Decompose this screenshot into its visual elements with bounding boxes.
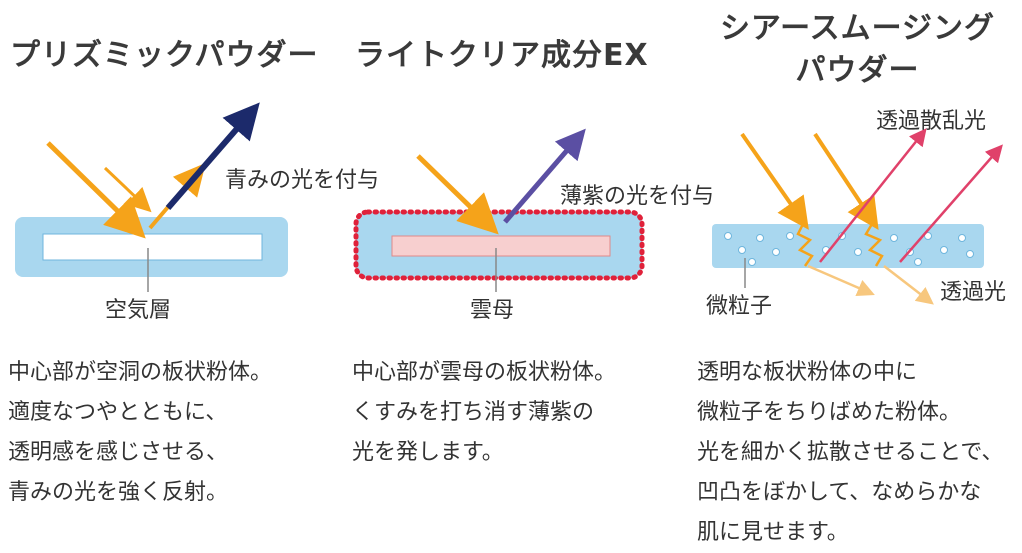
label-particles: 微粒子 (706, 294, 773, 319)
label-mica: 雲母 (470, 298, 515, 323)
description-sheer-smoothing: 透明な板状粉体の中に 微粒子をちりばめた粉体。 光を細かく拡散させることで、 凹… (697, 353, 1003, 553)
particle-dot (914, 258, 922, 266)
incident-arrow-small (103, 166, 152, 213)
incident-arrow-2 (813, 132, 879, 231)
description-line: 適度なつやとともに、 (8, 400, 228, 425)
label-transmitted: 透過光 (940, 280, 1007, 305)
description-line: 透明感を感じさせる、 (8, 440, 229, 465)
scatter-pink-arrow-2 (899, 144, 1003, 263)
particle-dot (772, 248, 780, 256)
description-line: 凹凸をぼかして、なめらかな (697, 480, 982, 505)
scatter-pink-arrow-1 (819, 128, 927, 263)
particle-dot (724, 232, 732, 240)
transmit-arrow-2 (883, 265, 934, 305)
particle-dot (738, 246, 746, 254)
title-sheer-smoothing-powder: シアースムージング パウダー (700, 8, 1015, 92)
fine-particles (724, 232, 974, 266)
scatter-zigzag-1 (796, 223, 814, 267)
mica-core (391, 235, 611, 257)
description-line: 光を細かく拡散させることで、 (697, 440, 1004, 465)
particle-dot (854, 248, 862, 256)
label-scattered-transmitted: 透過散乱光 (876, 109, 987, 134)
incident-arrow-1 (740, 132, 809, 230)
transparent-plate (712, 224, 984, 268)
particle-dot (940, 246, 948, 254)
particle-dot (924, 232, 932, 240)
description-line: 肌に見せます。 (697, 520, 849, 545)
particle-dot (786, 232, 794, 240)
description-line: 光を発します。 (352, 440, 504, 465)
title-line-2: パウダー (795, 53, 920, 88)
description-light-clear: 中心部が雲母の板状粉体。 くすみを打ち消す薄紫の 光を発します。 (352, 353, 616, 473)
incident-arrow (46, 141, 146, 239)
scatter-zigzag-2 (864, 223, 884, 267)
panel-1-diagram (15, 102, 288, 292)
particle-dot (748, 258, 756, 266)
particle-dot (966, 250, 974, 258)
label-air-layer: 空気層 (105, 298, 172, 323)
particle-dot (890, 234, 898, 242)
title-prismic-powder: プリズミックパウダー (10, 38, 319, 73)
description-line: 透明な板状粉体の中に (697, 360, 918, 385)
label-blue-light: 青みの光を付与 (225, 168, 380, 193)
title-light-clear-ex: ライトクリア成分EX (355, 38, 649, 73)
description-line: 中心部が空洞の板状粉体。 (8, 360, 273, 385)
description-line: 微粒子をちりばめた粉体。 (697, 400, 962, 425)
transmit-arrow-1 (807, 264, 875, 297)
reflect-purple-arrow (503, 128, 586, 224)
air-layer (42, 233, 263, 261)
panel-2-diagram (353, 128, 645, 292)
incident-arrow (416, 154, 499, 235)
label-light-purple: 薄紫の光を付与 (560, 184, 715, 209)
panel-3-diagram (712, 128, 1003, 305)
particle-dot (756, 234, 764, 242)
description-line: 青みの光を強く反射。 (8, 480, 229, 505)
reflect-blue-arrow (165, 102, 260, 210)
description-line: 中心部が雲母の板状粉体。 (352, 360, 617, 385)
description-line: くすみを打ち消す薄紫の (352, 400, 595, 425)
description-prismic: 中心部が空洞の板状粉体。 適度なつやとともに、 透明感を感じさせる、 青みの光を… (8, 353, 272, 513)
particle-dot (958, 234, 966, 242)
title-line-1: シアースムージング (719, 11, 996, 46)
